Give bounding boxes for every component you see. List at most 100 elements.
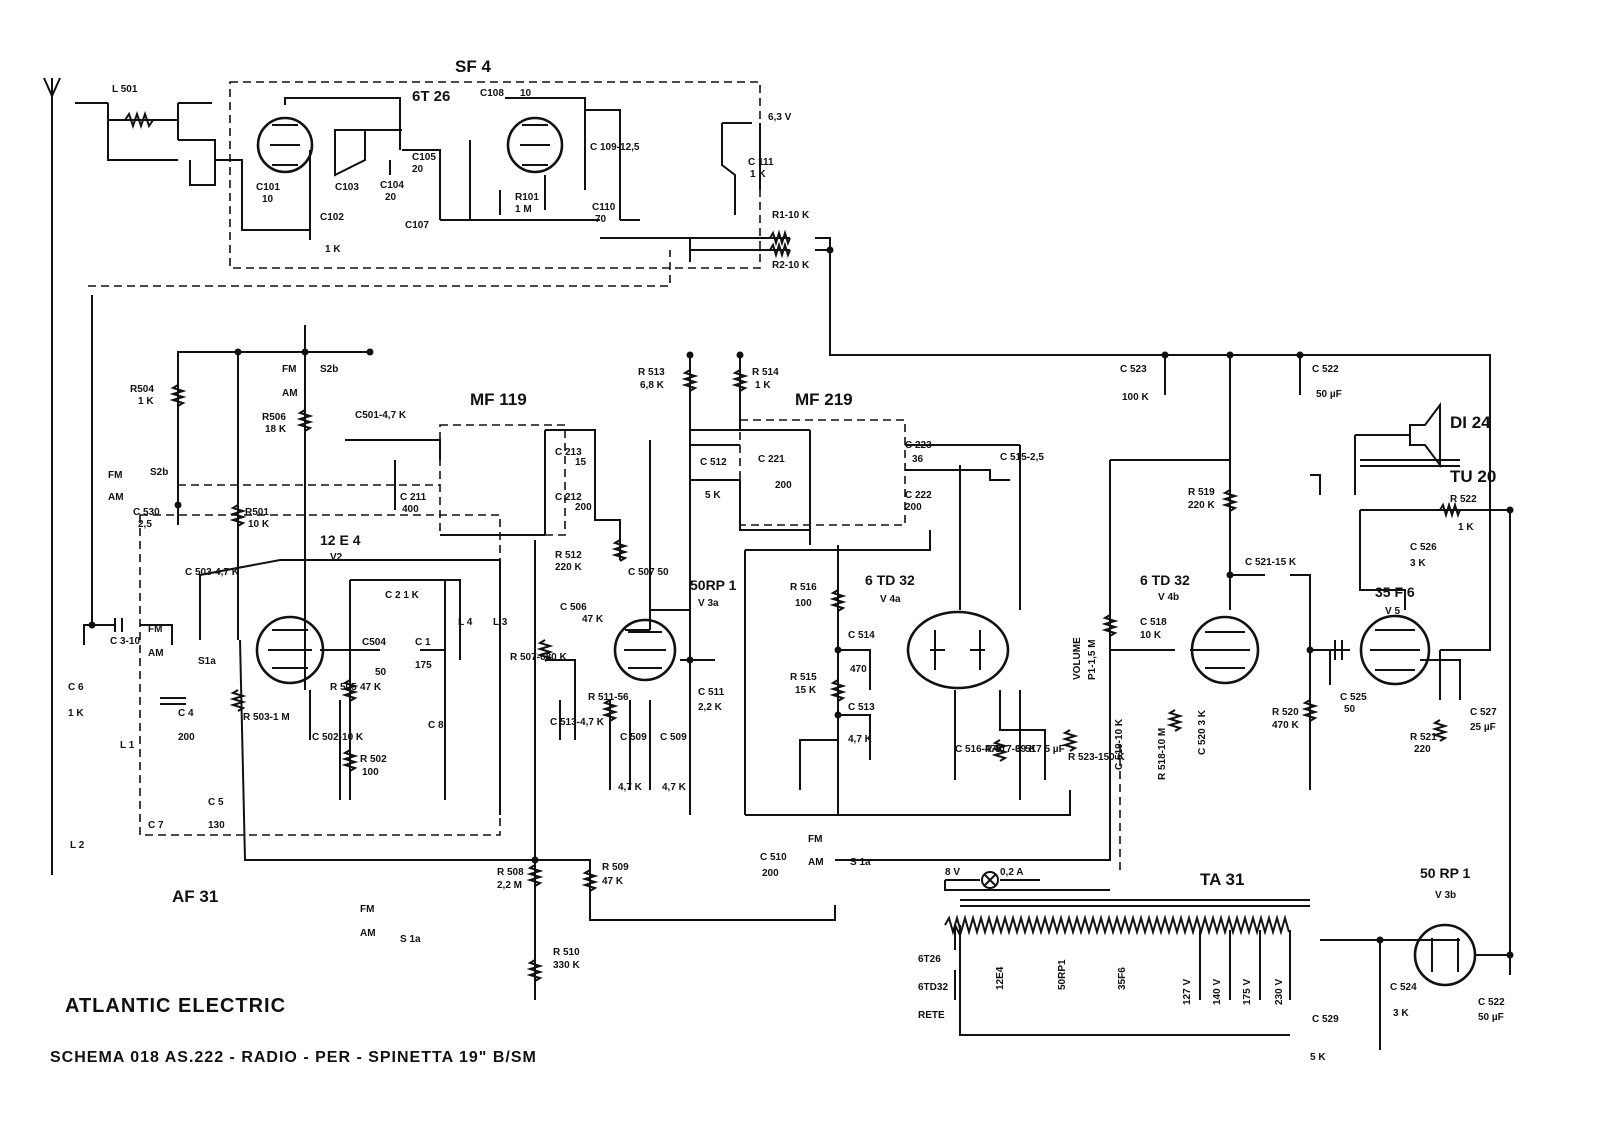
label-140v: 140 V <box>1212 979 1223 1005</box>
label-c524-val: 3 K <box>1393 1008 1409 1019</box>
label-s1a-low: S 1a <box>400 934 421 945</box>
speaker-di24 <box>1409 402 1441 468</box>
label-175v: 175 V <box>1242 979 1253 1005</box>
label-6td32-v4a: 6 TD 32 <box>865 572 915 588</box>
label-am-s1a: AM <box>148 648 164 659</box>
label-c523: C 523 <box>1120 364 1147 375</box>
label-af31: AF 31 <box>172 887 218 906</box>
label-35f6: 35 F 6 <box>1375 584 1415 600</box>
label-c522b: C 522 <box>1478 997 1505 1008</box>
label-6t26: 6T 26 <box>412 88 450 105</box>
label-r503: R 503-1 M <box>243 712 290 723</box>
label-s1a: S1a <box>198 656 216 667</box>
label-6-3v: 6,3 V <box>768 112 792 123</box>
label-c519: C 519-10 K <box>1114 718 1125 770</box>
resistor-r518 <box>1166 709 1184 732</box>
tube-6t26-b <box>506 116 564 174</box>
label-r518: R 518-10 M <box>1157 728 1168 780</box>
resistor-r501 <box>229 504 247 527</box>
label-r510-val: 330 K <box>553 960 580 971</box>
label-s1a-mid: S 1a <box>850 857 871 868</box>
label-v2: V2 <box>330 552 343 563</box>
label-c5: C 5 <box>208 797 224 808</box>
label-r519-val: 220 K <box>1188 500 1215 511</box>
resistor-r520 <box>1301 699 1319 722</box>
label-r514-val: 1 K <box>755 380 771 391</box>
label-c223-val: 36 <box>912 454 924 465</box>
label-r508: R 508 <box>497 867 524 878</box>
label-s2b-top: S2b <box>320 364 338 375</box>
schema-caption: SCHEMA 018 AS.222 - RADIO - PER - SPINET… <box>50 1049 537 1066</box>
label-47k-b: 4,7 K <box>662 782 687 793</box>
label-c513b: C 513-4,7 K <box>550 717 605 728</box>
label-v3b: V 3b <box>1435 890 1456 901</box>
label-c504-val: 50 <box>375 667 387 678</box>
label-c522b-val: 50 µF <box>1478 1012 1504 1023</box>
label-c6: C 6 <box>68 682 84 693</box>
label-r515-val: 15 K <box>795 685 817 696</box>
potentiometer-p1 <box>1101 614 1119 637</box>
label-c507: C 507 50 <box>628 567 669 578</box>
tube-6t26-a <box>256 116 314 174</box>
label-c530: C 530 <box>133 507 160 518</box>
resistor-r516 <box>829 589 847 612</box>
tube-35f6-v5 <box>1359 614 1431 686</box>
label-c522: C 522 <box>1312 364 1339 375</box>
label-c4: C 4 <box>178 708 194 719</box>
label-l2: L 2 <box>70 840 85 851</box>
label-fm-s2b-top: FM <box>282 364 296 375</box>
label-c223: C 223 <box>905 440 932 451</box>
label-c213-val: 15 <box>575 457 587 468</box>
label-c515: C 515-2,5 <box>1000 452 1044 463</box>
components <box>114 110 1461 982</box>
label-c108-val: 10 <box>520 88 532 99</box>
label-c5-val: 130 <box>208 820 225 831</box>
label-r513-val: 6,8 K <box>640 380 665 391</box>
label-r520: R 520 <box>1272 707 1299 718</box>
label-c526: C 526 <box>1410 542 1437 553</box>
label-am-s1a-low: AM <box>360 928 376 939</box>
resistor-r506 <box>296 409 314 432</box>
label-c502: C 502-10 K <box>312 732 364 743</box>
label-rete: RETE <box>918 1010 945 1021</box>
label-r516-val: 100 <box>795 598 812 609</box>
label-c509-a: C 509 <box>620 732 647 743</box>
label-r506: R506 <box>262 412 286 423</box>
label-c104-val: 20 <box>385 192 397 203</box>
tube-6td32-v4b <box>1190 615 1260 685</box>
label-c7: C 7 <box>148 820 164 831</box>
label-v4a: V 4a <box>880 594 901 605</box>
resistor-r509 <box>581 869 599 892</box>
label-r505: R 505 <box>330 682 357 693</box>
label-r511: R 511-56 <box>588 692 629 703</box>
label-c511: C 511 <box>698 687 725 698</box>
label-c518: C 518 <box>1140 617 1167 628</box>
label-r507: R 507-680 K <box>510 652 567 663</box>
label-c102: C102 <box>320 212 344 223</box>
label-mf219: MF 219 <box>795 390 853 409</box>
resistor-r504 <box>169 384 187 407</box>
label-r513: R 513 <box>638 367 665 378</box>
label-c6-val: 1 K <box>68 708 84 719</box>
label-c105: C105 <box>412 152 436 163</box>
label-c1-val: 175 <box>415 660 432 671</box>
label-12e4: 12 E 4 <box>320 532 361 548</box>
label-6td32-v4b: 6 TD 32 <box>1140 572 1190 588</box>
label-c211-val: 400 <box>402 504 419 515</box>
label-c517: C 517 5 µF <box>1015 744 1065 755</box>
label-c509-b: C 509 <box>660 732 687 743</box>
label-c4-val: 200 <box>178 732 195 743</box>
label-tu20: TU 20 <box>1450 467 1496 486</box>
label-l4: L 4 <box>458 617 473 628</box>
resistor-r508 <box>526 864 544 887</box>
resistor-r522 <box>1439 501 1461 519</box>
label-c504: C504 <box>362 637 386 648</box>
label-r505-val: 47 K <box>360 682 382 693</box>
label-r519: R 519 <box>1188 487 1215 498</box>
label-r520-val: 470 K <box>1272 720 1299 731</box>
label-c212: C 212 <box>555 492 582 503</box>
label-r516: R 516 <box>790 582 817 593</box>
label-r504: R504 <box>130 384 154 395</box>
label-c524: C 524 <box>1390 982 1417 993</box>
label-c221: C 221 <box>758 454 785 465</box>
